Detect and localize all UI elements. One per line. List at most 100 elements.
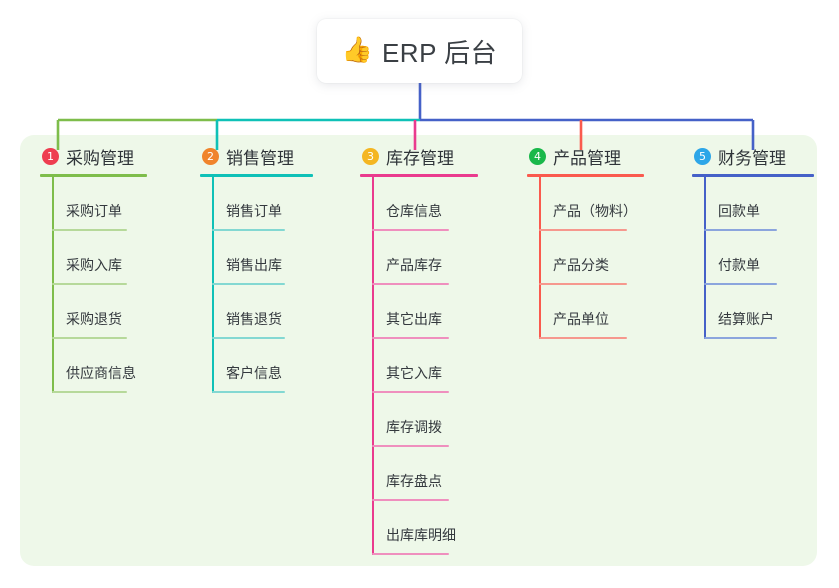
branch-item-rule xyxy=(372,229,449,231)
branch-title: 财务管理 xyxy=(718,148,786,168)
branch-header-rule xyxy=(692,174,814,177)
branch-header-rule xyxy=(200,174,313,177)
branch-item-rule xyxy=(539,229,627,231)
branch-item-label: 其它出库 xyxy=(386,311,442,327)
branch-item[interactable]: 采购入库 xyxy=(40,231,147,285)
thumbs-up-icon: 👍 xyxy=(341,35,373,64)
branch-item-rule xyxy=(212,391,285,393)
branch-item[interactable]: 供应商信息 xyxy=(40,339,147,393)
branch-item-rule xyxy=(52,283,127,285)
branch-item-label: 产品库存 xyxy=(386,257,442,273)
branch-item-label: 产品（物料） xyxy=(553,203,637,219)
branch-item-label: 结算账户 xyxy=(718,311,774,327)
branch-item[interactable]: 产品库存 xyxy=(360,231,478,285)
branch-spine xyxy=(52,177,54,393)
branch-item-rule xyxy=(52,337,127,339)
branch-header-4[interactable]: 4 产品管理 xyxy=(527,143,644,169)
branch-spine xyxy=(539,177,541,339)
branch-header-2[interactable]: 2 销售管理 xyxy=(200,143,313,169)
branch-items: 仓库信息产品库存其它出库其它入库库存调拨库存盘点出库库明细 xyxy=(360,177,478,555)
branch-item[interactable]: 客户信息 xyxy=(200,339,313,393)
root-title: ERP 后台 xyxy=(381,37,498,68)
branch-header-rule xyxy=(360,174,478,177)
branch-item-rule xyxy=(372,445,449,447)
branch-title: 销售管理 xyxy=(226,148,294,168)
branch-header-rule xyxy=(527,174,644,177)
branch-item-label: 库存调拨 xyxy=(386,419,442,435)
branch-spine xyxy=(704,177,706,339)
branch-header-rule xyxy=(40,174,147,177)
branch-item-label: 销售出库 xyxy=(226,257,282,273)
branch-spine xyxy=(372,177,374,555)
branch-item-label: 客户信息 xyxy=(226,365,282,381)
branch-item-rule xyxy=(52,391,127,393)
branch-item-label: 其它入库 xyxy=(386,365,442,381)
branch-items: 回款单付款单结算账户 xyxy=(692,177,814,339)
branch-number-badge: 2 xyxy=(202,147,219,165)
branch-item-label: 回款单 xyxy=(718,203,760,219)
branch-item-label: 仓库信息 xyxy=(386,203,442,219)
branch-item-rule xyxy=(704,283,777,285)
branch-title: 采购管理 xyxy=(66,148,134,168)
root-node[interactable]: 👍 ERP 后台 xyxy=(317,19,522,83)
branch-item-rule xyxy=(212,337,285,339)
branch-item[interactable]: 仓库信息 xyxy=(360,177,478,231)
branch-column-3: 3 库存管理仓库信息产品库存其它出库其它入库库存调拨库存盘点出库库明细 xyxy=(360,143,478,555)
branch-item[interactable]: 出库库明细 xyxy=(360,501,478,555)
root-node-content: 👍 ERP 后台 xyxy=(342,33,497,70)
branch-item-rule xyxy=(704,337,777,339)
branch-spine xyxy=(212,177,214,393)
branch-number-badge: 3 xyxy=(362,147,379,165)
branch-item-rule xyxy=(372,283,449,285)
branch-item-label: 产品单位 xyxy=(553,311,609,327)
branch-item[interactable]: 结算账户 xyxy=(692,285,814,339)
branch-item-rule xyxy=(372,499,449,501)
branch-title: 库存管理 xyxy=(386,148,454,168)
branch-header-3[interactable]: 3 库存管理 xyxy=(360,143,478,169)
branch-item[interactable]: 采购退货 xyxy=(40,285,147,339)
branch-item[interactable]: 付款单 xyxy=(692,231,814,285)
branch-item-rule xyxy=(372,391,449,393)
branch-item-rule xyxy=(212,229,285,231)
branch-item-label: 采购订单 xyxy=(66,203,122,219)
branches-panel xyxy=(20,135,817,566)
branch-item[interactable]: 产品分类 xyxy=(527,231,644,285)
branch-item[interactable]: 产品单位 xyxy=(527,285,644,339)
branch-items: 销售订单销售出库销售退货客户信息 xyxy=(200,177,313,393)
branch-item-rule xyxy=(372,337,449,339)
branch-item[interactable]: 产品（物料） xyxy=(527,177,644,231)
branch-items: 采购订单采购入库采购退货供应商信息 xyxy=(40,177,147,393)
branch-column-2: 2 销售管理销售订单销售出库销售退货客户信息 xyxy=(200,143,313,393)
branch-item-rule xyxy=(212,283,285,285)
branch-item[interactable]: 销售退货 xyxy=(200,285,313,339)
branch-item[interactable]: 其它出库 xyxy=(360,285,478,339)
branch-item-rule xyxy=(539,283,627,285)
branch-header-5[interactable]: 5 财务管理 xyxy=(692,143,814,169)
branch-number-badge: 5 xyxy=(694,147,711,165)
branch-item-label: 采购入库 xyxy=(66,257,122,273)
branch-column-4: 4 产品管理产品（物料） 产品分类产品单位 xyxy=(527,143,644,339)
branch-number-badge: 4 xyxy=(529,147,546,165)
branch-item[interactable]: 销售订单 xyxy=(200,177,313,231)
branch-item-label: 采购退货 xyxy=(66,311,122,327)
branch-item[interactable]: 库存盘点 xyxy=(360,447,478,501)
branch-item-label: 库存盘点 xyxy=(386,473,442,489)
branch-item[interactable]: 回款单 xyxy=(692,177,814,231)
branch-item[interactable]: 库存调拨 xyxy=(360,393,478,447)
branch-item-rule xyxy=(372,553,449,555)
branch-item-rule xyxy=(539,337,627,339)
branch-title: 产品管理 xyxy=(553,148,621,168)
branch-item[interactable]: 销售出库 xyxy=(200,231,313,285)
branch-item-label: 供应商信息 xyxy=(66,365,136,381)
branch-item-label: 销售退货 xyxy=(226,311,282,327)
branch-item-rule xyxy=(704,229,777,231)
branch-item[interactable]: 其它入库 xyxy=(360,339,478,393)
branch-item[interactable]: 采购订单 xyxy=(40,177,147,231)
branch-items: 产品（物料） 产品分类产品单位 xyxy=(527,177,644,339)
branch-item-label: 产品分类 xyxy=(553,257,609,273)
branch-item-label: 付款单 xyxy=(718,257,760,273)
branch-item-rule xyxy=(52,229,127,231)
